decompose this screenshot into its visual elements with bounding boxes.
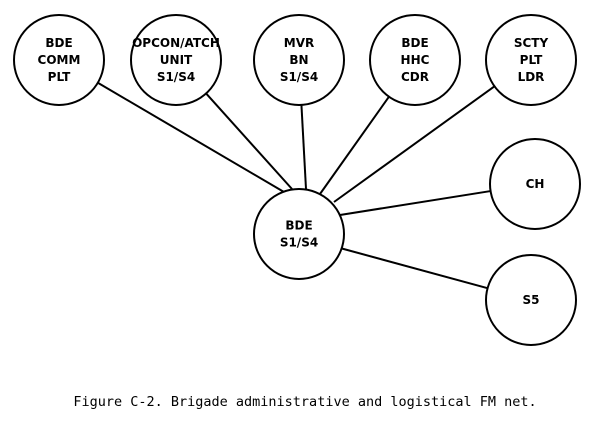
node-scty-plt-ldr-label-line: LDR bbox=[518, 70, 545, 84]
node-opcon-atch-unit-label-line: OPCON/ATCH bbox=[132, 36, 220, 50]
node-bde-comm-plt: BDE COMM PLT bbox=[13, 14, 105, 106]
connector-mvr-bn bbox=[300, 104, 307, 190]
node-bde-comm-plt-circle bbox=[13, 14, 105, 106]
connector-bde-hhc-cdr bbox=[319, 96, 390, 195]
node-opcon-atch-unit-circle bbox=[130, 14, 222, 106]
node-bde-comm-plt-label-line: BDE bbox=[45, 36, 72, 50]
node-ch: CH bbox=[489, 138, 581, 230]
node-mvr-bn-circle bbox=[253, 14, 345, 106]
node-scty-plt-ldr-label-line: SCTY bbox=[514, 36, 549, 50]
figure-caption: Figure C-2. Brigade administrative and l… bbox=[73, 394, 537, 410]
node-scty-plt-ldr-circle bbox=[485, 14, 577, 106]
node-bde-hhc-cdr: BDE HHC CDR bbox=[369, 14, 461, 106]
connector-opcon-atch-unit bbox=[205, 92, 293, 190]
node-opcon-atch-unit: OPCON/ATCH UNIT S1/S4 bbox=[130, 14, 222, 106]
hub-bde-s1-s4-label-line: S1/S4 bbox=[280, 236, 318, 250]
node-scty-plt-ldr: SCTY PLT LDR bbox=[485, 14, 577, 106]
node-opcon-atch-unit-label-line: S1/S4 bbox=[157, 70, 195, 84]
connectors bbox=[97, 81, 496, 290]
connector-bde-comm-plt bbox=[97, 81, 285, 193]
hub-bde-s1-s4-label-line: BDE bbox=[285, 219, 312, 233]
node-scty-plt-ldr-label-line: PLT bbox=[520, 53, 543, 67]
node-bde-hhc-cdr-circle bbox=[369, 14, 461, 106]
node-bde-hhc-cdr-label-line: BDE bbox=[401, 36, 428, 50]
node-mvr-bn-label-line: BN bbox=[289, 53, 308, 67]
node-s5-label-line: S5 bbox=[523, 293, 540, 307]
node-bde-hhc-cdr-label-line: HHC bbox=[401, 53, 430, 67]
node-mvr-bn: MVR BN S1/S4 bbox=[253, 14, 345, 106]
hub-bde-s1-s4-circle bbox=[253, 188, 345, 280]
node-ch-circle bbox=[489, 138, 581, 230]
node-bde-comm-plt-label-line: COMM bbox=[38, 53, 81, 67]
node-bde-hhc-cdr-label-line: CDR bbox=[401, 70, 429, 84]
hub-bde-s1-s4: BDE S1/S4 bbox=[253, 188, 345, 280]
connector-scty-plt-ldr bbox=[333, 85, 496, 203]
node-mvr-bn-label-line: S1/S4 bbox=[280, 70, 318, 84]
node-s5: S5 bbox=[485, 254, 577, 346]
connector-ch bbox=[339, 190, 491, 216]
node-mvr-bn-label-line: MVR bbox=[284, 36, 314, 50]
node-s5-circle bbox=[485, 254, 577, 346]
connector-s5 bbox=[339, 247, 488, 290]
node-ch-label-line: CH bbox=[526, 177, 545, 191]
node-bde-comm-plt-label-line: PLT bbox=[48, 70, 71, 84]
node-opcon-atch-unit-label-line: UNIT bbox=[160, 53, 193, 67]
nodes: BDECOMMPLTOPCON/ATCHUNITS1/S4MVRBNS1/S4B… bbox=[13, 14, 581, 346]
